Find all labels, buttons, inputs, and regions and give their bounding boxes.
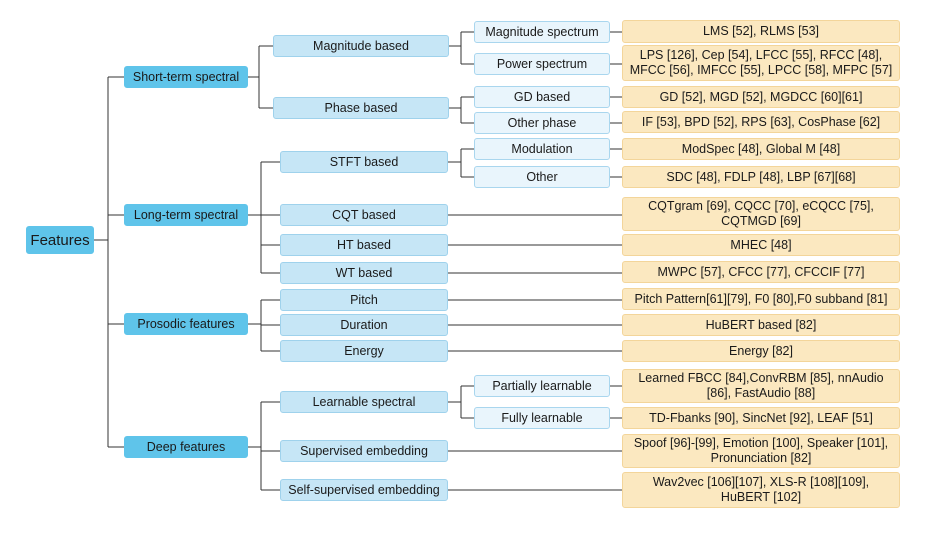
- leaf-modulation: ModSpec [48], Global M [48]: [622, 138, 900, 160]
- method-other: Other: [474, 166, 610, 188]
- method-partially-learnable: Partially learnable: [474, 375, 610, 397]
- leaf-energy: Energy [82]: [622, 340, 900, 362]
- leaf-self-supervised-embedding: Wav2vec [106][107], XLS-R [108][109], Hu…: [622, 472, 900, 508]
- method-magnitude-spectrum: Magnitude spectrum: [474, 21, 610, 43]
- method-power-spectrum: Power spectrum: [474, 53, 610, 75]
- leaf-ht-based: MHEC [48]: [622, 234, 900, 256]
- subcategory-duration: Duration: [280, 314, 448, 336]
- category-prosodic-features: Prosodic features: [124, 313, 248, 335]
- subcategory-supervised-embedding: Supervised embedding: [280, 440, 448, 462]
- subcategory-stft-based: STFT based: [280, 151, 448, 173]
- leaf-other: SDC [48], FDLP [48], LBP [67][68]: [622, 166, 900, 188]
- category-deep-features: Deep features: [124, 436, 248, 458]
- method-other-phase: Other phase: [474, 112, 610, 134]
- subcategory-self-supervised-embedding: Self-supervised embedding: [280, 479, 448, 501]
- leaf-other-phase: IF [53], BPD [52], RPS [63], CosPhase [6…: [622, 111, 900, 133]
- leaf-wt-based: MWPC [57], CFCC [77], CFCCIF [77]: [622, 261, 900, 283]
- category-long-term-spectral: Long-term spectral: [124, 204, 248, 226]
- subcategory-ht-based: HT based: [280, 234, 448, 256]
- method-modulation: Modulation: [474, 138, 610, 160]
- root-node: Features: [26, 226, 94, 254]
- category-short-term-spectral: Short-term spectral: [124, 66, 248, 88]
- subcategory-magnitude-based: Magnitude based: [273, 35, 449, 57]
- leaf-magnitude-spectrum: LMS [52], RLMS [53]: [622, 20, 900, 43]
- subcategory-wt-based: WT based: [280, 262, 448, 284]
- leaf-supervised-embedding: Spoof [96]-[99], Emotion [100], Speaker …: [622, 434, 900, 468]
- leaf-gd-based: GD [52], MGD [52], MGDCC [60][61]: [622, 86, 900, 108]
- leaf-pitch: Pitch Pattern[61][79], F0 [80],F0 subban…: [622, 288, 900, 310]
- leaf-power-spectrum: LPS [126], Cep [54], LFCC [55], RFCC [48…: [622, 45, 900, 81]
- leaf-fully-learnable: TD-Fbanks [90], SincNet [92], LEAF [51]: [622, 407, 900, 429]
- subcategory-cqt-based: CQT based: [280, 204, 448, 226]
- leaf-partially-learnable: Learned FBCC [84],ConvRBM [85], nnAudio …: [622, 369, 900, 403]
- subcategory-learnable-spectral: Learnable spectral: [280, 391, 448, 413]
- leaf-cqt-based: CQTgram [69], CQCC [70], eCQCC [75], CQT…: [622, 197, 900, 231]
- subcategory-phase-based: Phase based: [273, 97, 449, 119]
- method-fully-learnable: Fully learnable: [474, 407, 610, 429]
- subcategory-energy: Energy: [280, 340, 448, 362]
- method-gd-based: GD based: [474, 86, 610, 108]
- subcategory-pitch: Pitch: [280, 289, 448, 311]
- leaf-duration: HuBERT based [82]: [622, 314, 900, 336]
